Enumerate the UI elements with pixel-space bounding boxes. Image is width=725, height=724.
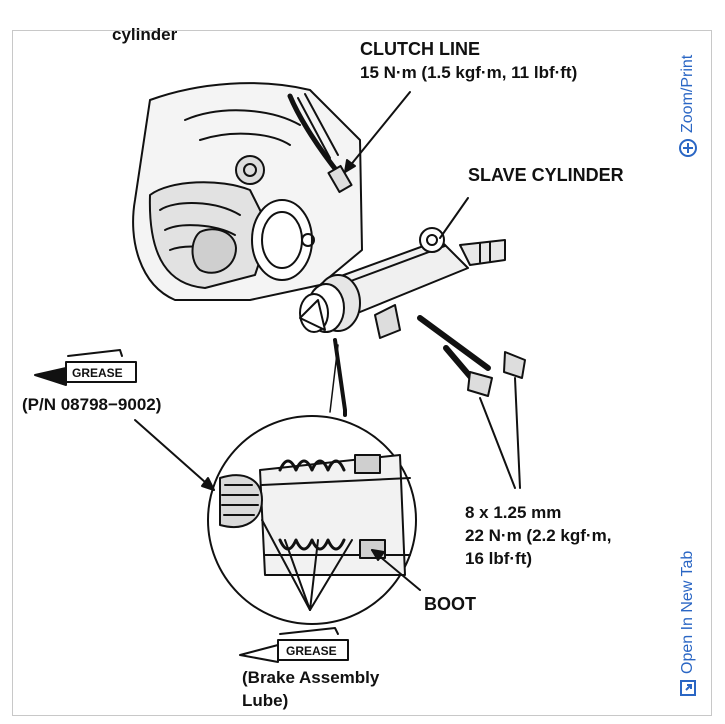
clutch-line-label: CLUTCH LINE: [360, 39, 480, 59]
transmission-housing: [132, 82, 363, 301]
grease-tube-top: [34, 349, 137, 386]
boot-detail-circle: [134, 338, 421, 625]
clutch-line-torque: 15 N·m (1.5 kgf·m, 11 lbf·ft): [360, 63, 577, 82]
bolt-size: 8 x 1.25 mm: [465, 503, 561, 522]
brake-grease-text: GREASE: [286, 644, 337, 658]
brake-lube-line2: Lube): [242, 691, 288, 710]
side-toolbar: Zoom/Print Open In New Tab: [669, 31, 711, 715]
zoom-print-link[interactable]: Zoom/Print: [679, 55, 697, 157]
top-cutoff-text: cylinder: [112, 25, 178, 44]
slave-cylinder-label: SLAVE CYLINDER: [468, 165, 624, 185]
open-new-tab-label: Open In New Tab: [679, 550, 696, 674]
open-new-tab-link[interactable]: Open In New Tab: [679, 551, 697, 696]
open-new-tab-icon: [680, 680, 696, 696]
boot-label: BOOT: [424, 594, 476, 614]
grease-tube-text: GREASE: [72, 366, 123, 380]
grease-tube-bottom: [239, 627, 349, 663]
bolt-torque-line2: 16 lbf·ft): [465, 549, 532, 568]
zoom-print-label: Zoom/Print: [679, 54, 696, 133]
part-number: (P/N 08798−9002): [22, 395, 161, 414]
bolt-torque-line1: 22 N·m (2.2 kgf·m,: [465, 526, 611, 545]
bolts: [417, 315, 526, 489]
brake-lube-line1: (Brake Assembly: [242, 668, 380, 687]
clutch-line-pipe: [287, 91, 411, 194]
slave-cylinder-body: [299, 197, 506, 339]
zoom-plus-icon: [679, 139, 697, 157]
